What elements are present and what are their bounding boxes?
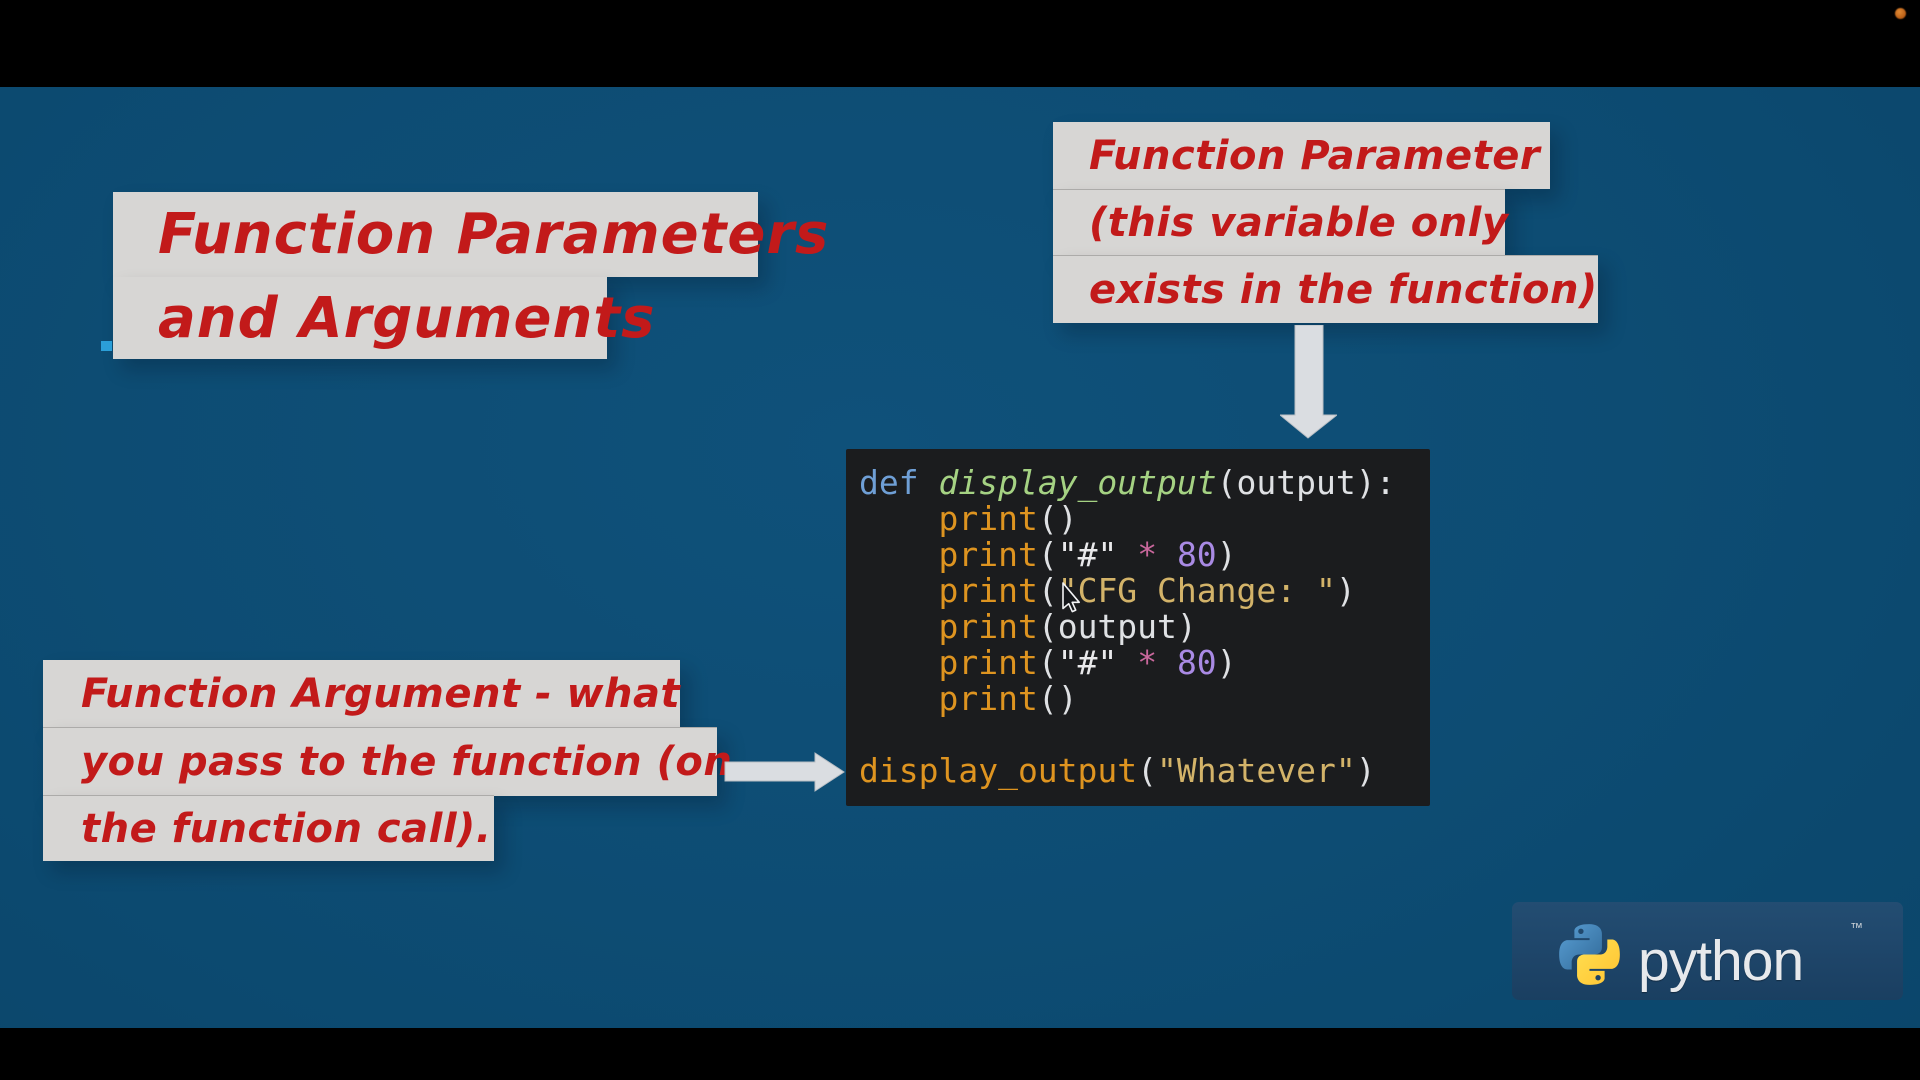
python-trademark: ™ — [1850, 920, 1863, 935]
argument-annotation-line1: Function Argument - what — [81, 670, 681, 717]
slide-title-box-line2: and Arguments — [113, 277, 654, 359]
param-annotation-line2: (this variable only — [1089, 200, 1509, 246]
argument-annotation-line3: the function call). — [81, 805, 492, 852]
recording-indicator-dot — [1895, 8, 1906, 19]
slide-title-line1: Function Parameters — [158, 202, 830, 267]
code-line: print("#" * 80) — [938, 643, 1237, 682]
python-wordmark: python — [1638, 929, 1804, 993]
code-line: def display_output(output): — [859, 463, 1396, 502]
param-annotation-strip3: exists in the function) — [1053, 255, 1598, 323]
title-accent-square — [101, 341, 112, 351]
code-line: print("CFG Change: ") — [938, 571, 1356, 610]
top-letterbox-bar — [0, 0, 1920, 87]
argument-annotation-strip3: the function call). — [43, 795, 494, 861]
param-annotation-line1: Function Parameter — [1089, 132, 1541, 179]
slide-title-line2: and Arguments — [158, 285, 656, 351]
param-annotation-strip2: (this variable only — [1053, 189, 1509, 256]
slide-title-box-line1: Function Parameters — [113, 192, 828, 277]
code-line: print("#" * 80) — [938, 535, 1237, 574]
argument-annotation-line2: you pass to the function (on — [81, 739, 733, 785]
param-annotation-line3: exists in the function) — [1089, 266, 1598, 313]
argument-annotation-strip1: Function Argument - what — [43, 660, 680, 727]
code-line: print(output) — [938, 607, 1197, 646]
python-logo-banner: python ™ — [1512, 902, 1903, 1000]
code-line: print() — [938, 679, 1078, 718]
python-logo-icon — [1559, 924, 1620, 985]
right-arrow-icon — [724, 752, 845, 792]
code-line: print() — [938, 499, 1078, 538]
code-block: def display_output(output): print() prin… — [846, 449, 1430, 806]
code-line — [859, 717, 1430, 753]
bottom-letterbox-bar — [0, 1028, 1920, 1080]
code-line: display_output("Whatever") — [859, 751, 1376, 790]
argument-annotation-strip2: you pass to the function (on — [43, 727, 732, 796]
param-annotation-strip1: Function Parameter — [1053, 122, 1550, 189]
down-arrow-icon — [1280, 325, 1337, 439]
mouse-cursor-icon — [1062, 582, 1081, 613]
slide-canvas: Function Parameters and Arguments Functi… — [0, 87, 1920, 1028]
